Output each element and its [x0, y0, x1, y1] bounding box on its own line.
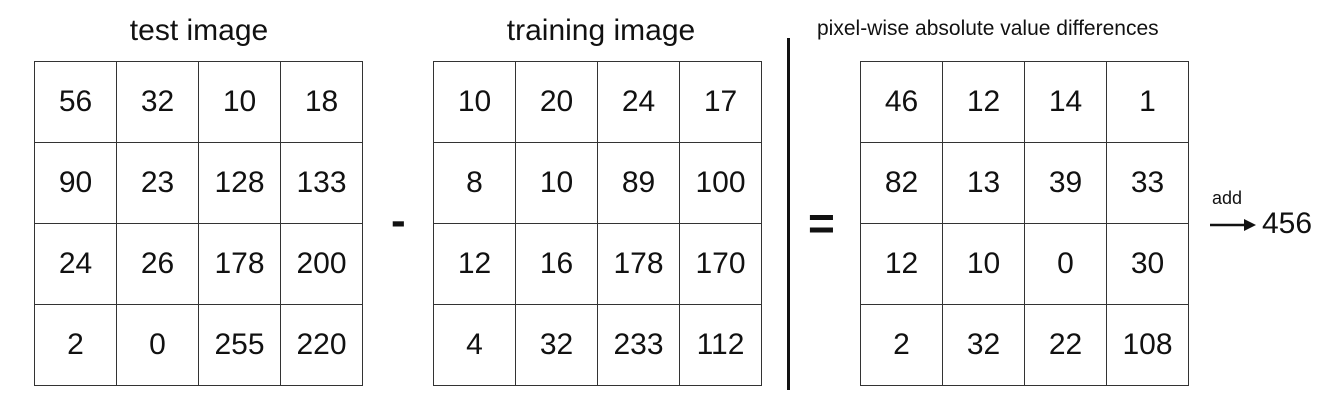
- grid-cell: 133: [280, 142, 363, 224]
- grid-cell: 0: [116, 304, 199, 386]
- grid-cell: 82: [860, 142, 943, 224]
- grid-cell: 12: [860, 223, 943, 305]
- grid-cell: 90: [34, 142, 117, 224]
- grid-cell: 33: [1106, 142, 1189, 224]
- grid-cell: 0: [1024, 223, 1107, 305]
- grid-cell: 8: [433, 142, 516, 224]
- grid-cell: 20: [515, 61, 598, 143]
- grid-cell: 22: [1024, 304, 1107, 386]
- grid-cell: 17: [679, 61, 762, 143]
- minus-operator: -: [391, 196, 406, 245]
- grid-cell: 108: [1106, 304, 1189, 386]
- grid-cell: 255: [198, 304, 281, 386]
- grid-cell: 200: [280, 223, 363, 305]
- grid-cell: 10: [942, 223, 1025, 305]
- grid-cell: 39: [1024, 142, 1107, 224]
- add-label: add: [1212, 188, 1243, 208]
- grid-cell: 24: [34, 223, 117, 305]
- grid-cell: 1: [1106, 61, 1189, 143]
- grid-cell: 178: [198, 223, 281, 305]
- grid-cell: 26: [116, 223, 199, 305]
- grid-cell: 233: [597, 304, 680, 386]
- grid-cell: 24: [597, 61, 680, 143]
- grid-cell: 23: [116, 142, 199, 224]
- grid-cell: 12: [942, 61, 1025, 143]
- differences-title: pixel-wise absolute value differences: [817, 17, 1159, 40]
- grid-cell: 18: [280, 61, 363, 143]
- grid-cell: 89: [597, 142, 680, 224]
- grid-cell: 56: [34, 61, 117, 143]
- grid-cell: 170: [679, 223, 762, 305]
- grid-cell: 12: [433, 223, 516, 305]
- grid-cell: 32: [942, 304, 1025, 386]
- grid-cell: 2: [860, 304, 943, 386]
- grid-cell: 16: [515, 223, 598, 305]
- grid-cell: 13: [942, 142, 1025, 224]
- right-arrow-icon: [1210, 219, 1256, 231]
- equals-operator: =: [808, 197, 835, 249]
- grid-cell: 30: [1106, 223, 1189, 305]
- vertical-divider: [787, 38, 790, 390]
- grid-cell: 2: [34, 304, 117, 386]
- grid-cell: 4: [433, 304, 516, 386]
- sum-value: 456: [1262, 207, 1313, 240]
- grid-cell: 10: [433, 61, 516, 143]
- grid-cell: 128: [198, 142, 281, 224]
- grid-cell: 14: [1024, 61, 1107, 143]
- training-image-title: training image: [506, 14, 696, 47]
- grid-cell: 178: [597, 223, 680, 305]
- grid-cell: 112: [679, 304, 762, 386]
- grid-cell: 100: [679, 142, 762, 224]
- grid-cell: 10: [515, 142, 598, 224]
- test-image-title: test image: [129, 14, 269, 47]
- grid-cell: 46: [860, 61, 943, 143]
- grid-cell: 220: [280, 304, 363, 386]
- grid-cell: 10: [198, 61, 281, 143]
- grid-cell: 32: [515, 304, 598, 386]
- grid-cell: 32: [116, 61, 199, 143]
